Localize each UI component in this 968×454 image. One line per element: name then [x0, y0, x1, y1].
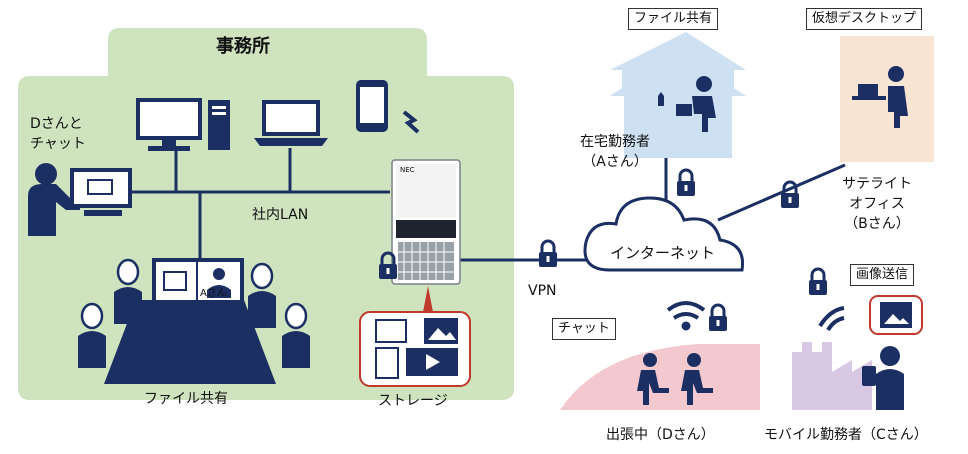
factory-shape	[792, 342, 872, 410]
trip-tag: チャット	[552, 318, 616, 340]
wifi-icon	[818, 306, 845, 332]
storage-label: ストレージ	[378, 393, 448, 409]
lock-icon	[779, 180, 801, 210]
internet-label: インターネット	[610, 244, 716, 262]
lock-icon	[675, 168, 697, 198]
laptop-icon	[254, 100, 328, 146]
satellite-label: サテライト オフィス （Bさん）	[842, 176, 912, 232]
server-brand: NEC	[400, 166, 415, 174]
cat-icon	[658, 92, 664, 106]
desktop-icon	[136, 98, 230, 151]
office-file-share-label: ファイル共有	[144, 391, 228, 407]
lock-icon	[537, 239, 559, 269]
chat-with-d-label: Dさんと チャット	[30, 116, 86, 152]
mobile-label: モバイル勤務者（Cさん）	[764, 427, 928, 443]
office-title: 事務所	[216, 36, 270, 57]
video-icon	[406, 348, 458, 376]
chat-person-icon	[28, 163, 132, 236]
home-person-icon	[658, 76, 716, 132]
meeting-table	[104, 258, 276, 384]
satellite-tag: 仮想デスクトップ	[806, 8, 923, 30]
cloud-icon	[583, 196, 745, 272]
mobile-person-icon	[862, 346, 904, 410]
lock-icon	[807, 267, 829, 297]
home-label: 在宅勤務者 （Aさん）	[580, 134, 650, 170]
smartphone-icon	[356, 80, 420, 134]
mobile-tag: 画像送信	[850, 264, 915, 286]
vpn-label: VPN	[528, 283, 557, 299]
lock-icon	[707, 303, 729, 333]
document-icon	[375, 319, 407, 379]
wifi-icon	[666, 301, 706, 331]
screen-a-label: Aさん	[200, 288, 227, 299]
trip-label: 出張中（Dさん）	[606, 427, 715, 443]
image-icon	[424, 318, 458, 344]
image-icon	[880, 302, 912, 328]
home-tag: ファイル共有	[628, 8, 719, 30]
lan-label: 社内LAN	[252, 207, 309, 223]
train-shape	[560, 344, 760, 410]
server-icon	[391, 159, 461, 285]
home-house	[610, 32, 746, 158]
satellite-person-icon	[852, 66, 908, 128]
